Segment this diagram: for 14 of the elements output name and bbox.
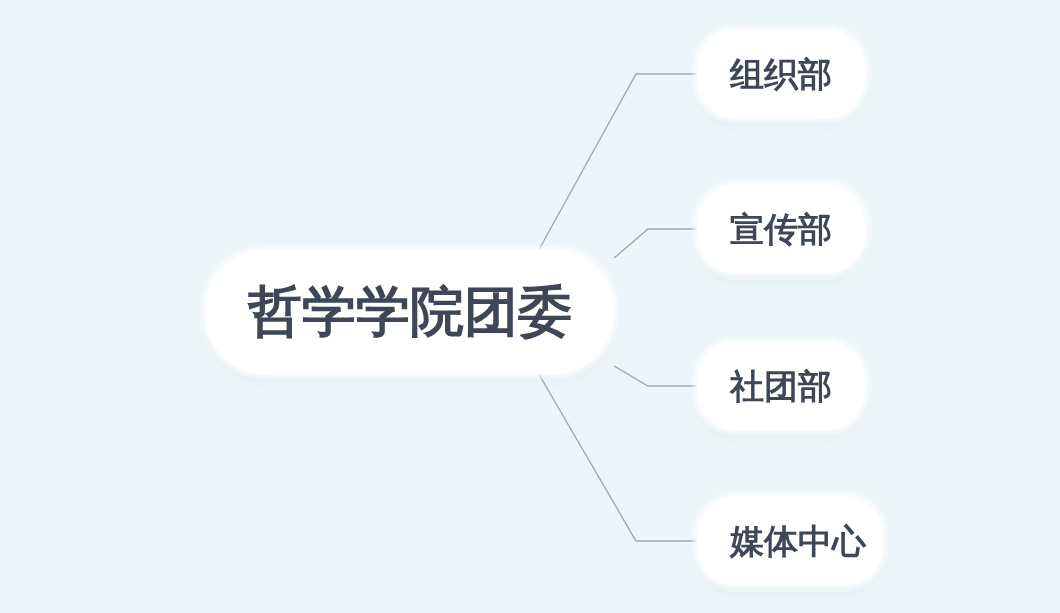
connector-line [538, 373, 698, 542]
subtopic-box [697, 185, 865, 273]
subtopic-text: 组织部 [730, 53, 832, 95]
central-topic-text: 哲学学院团委 [247, 279, 572, 345]
subtopic-text: 社团部 [730, 365, 832, 407]
connector-line [613, 228, 698, 259]
subtopic-text: 宣传部 [730, 208, 832, 250]
subtopic-text: 媒体中心 [730, 520, 866, 562]
connector-line [613, 365, 698, 387]
central-topic-box [205, 250, 614, 374]
subtopic-box [697, 497, 883, 585]
connector-line [538, 73, 698, 251]
subtopic-box [697, 30, 865, 118]
subtopic-box [697, 342, 865, 430]
